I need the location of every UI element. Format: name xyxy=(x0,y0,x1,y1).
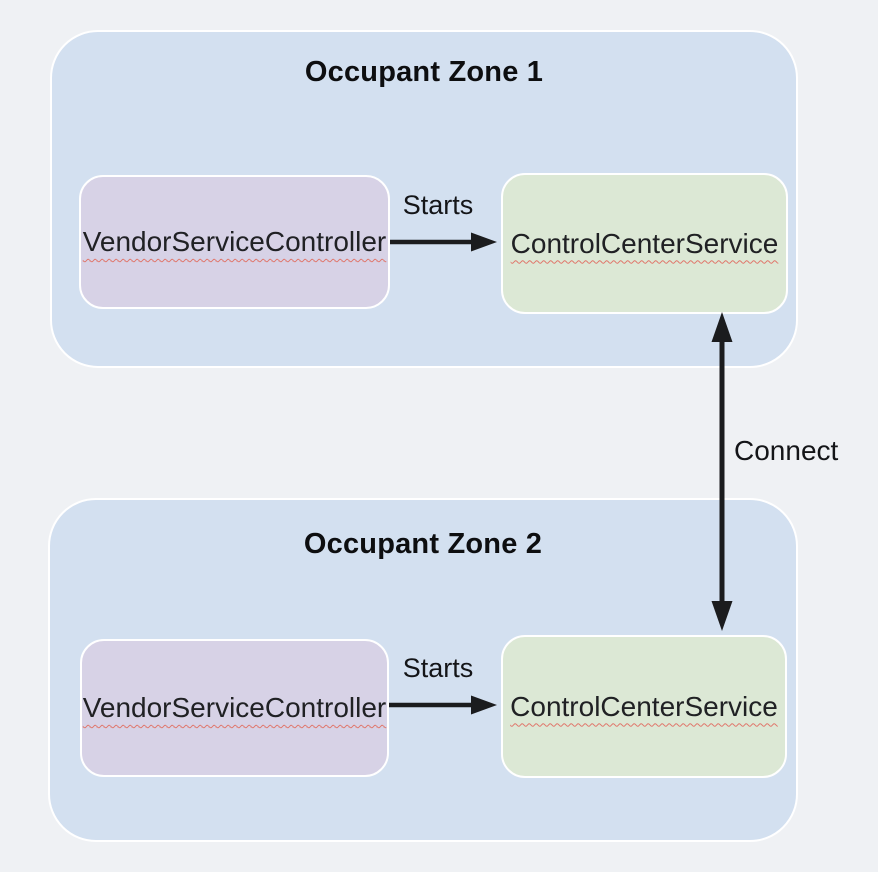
control-center-service-label: ControlCenterService xyxy=(510,227,779,259)
vendor-service-controller-label: VendorServiceController xyxy=(82,226,387,257)
starts-edge-label: Starts xyxy=(402,653,474,683)
occupant-zone-2-container: Occupant Zone 2 VendorServiceController … xyxy=(48,498,798,842)
vendor-service-controller-node: VendorServiceController xyxy=(79,175,390,309)
control-center-service-label: ControlCenterService xyxy=(510,690,778,722)
control-center-service-node: ControlCenterService xyxy=(501,173,788,314)
occupant-zone-1-container: Occupant Zone 1 VendorServiceController … xyxy=(50,30,798,368)
occupant-zone-2-title: Occupant Zone 2 xyxy=(303,528,543,560)
starts-edge-label: Starts xyxy=(402,190,474,220)
vendor-service-controller-label: VendorServiceController xyxy=(82,692,387,723)
vendor-service-controller-node: VendorServiceController xyxy=(80,639,389,777)
connect-edge-label: Connect xyxy=(734,435,839,466)
occupant-zone-1-title: Occupant Zone 1 xyxy=(304,56,544,88)
control-center-service-node: ControlCenterService xyxy=(501,635,787,778)
